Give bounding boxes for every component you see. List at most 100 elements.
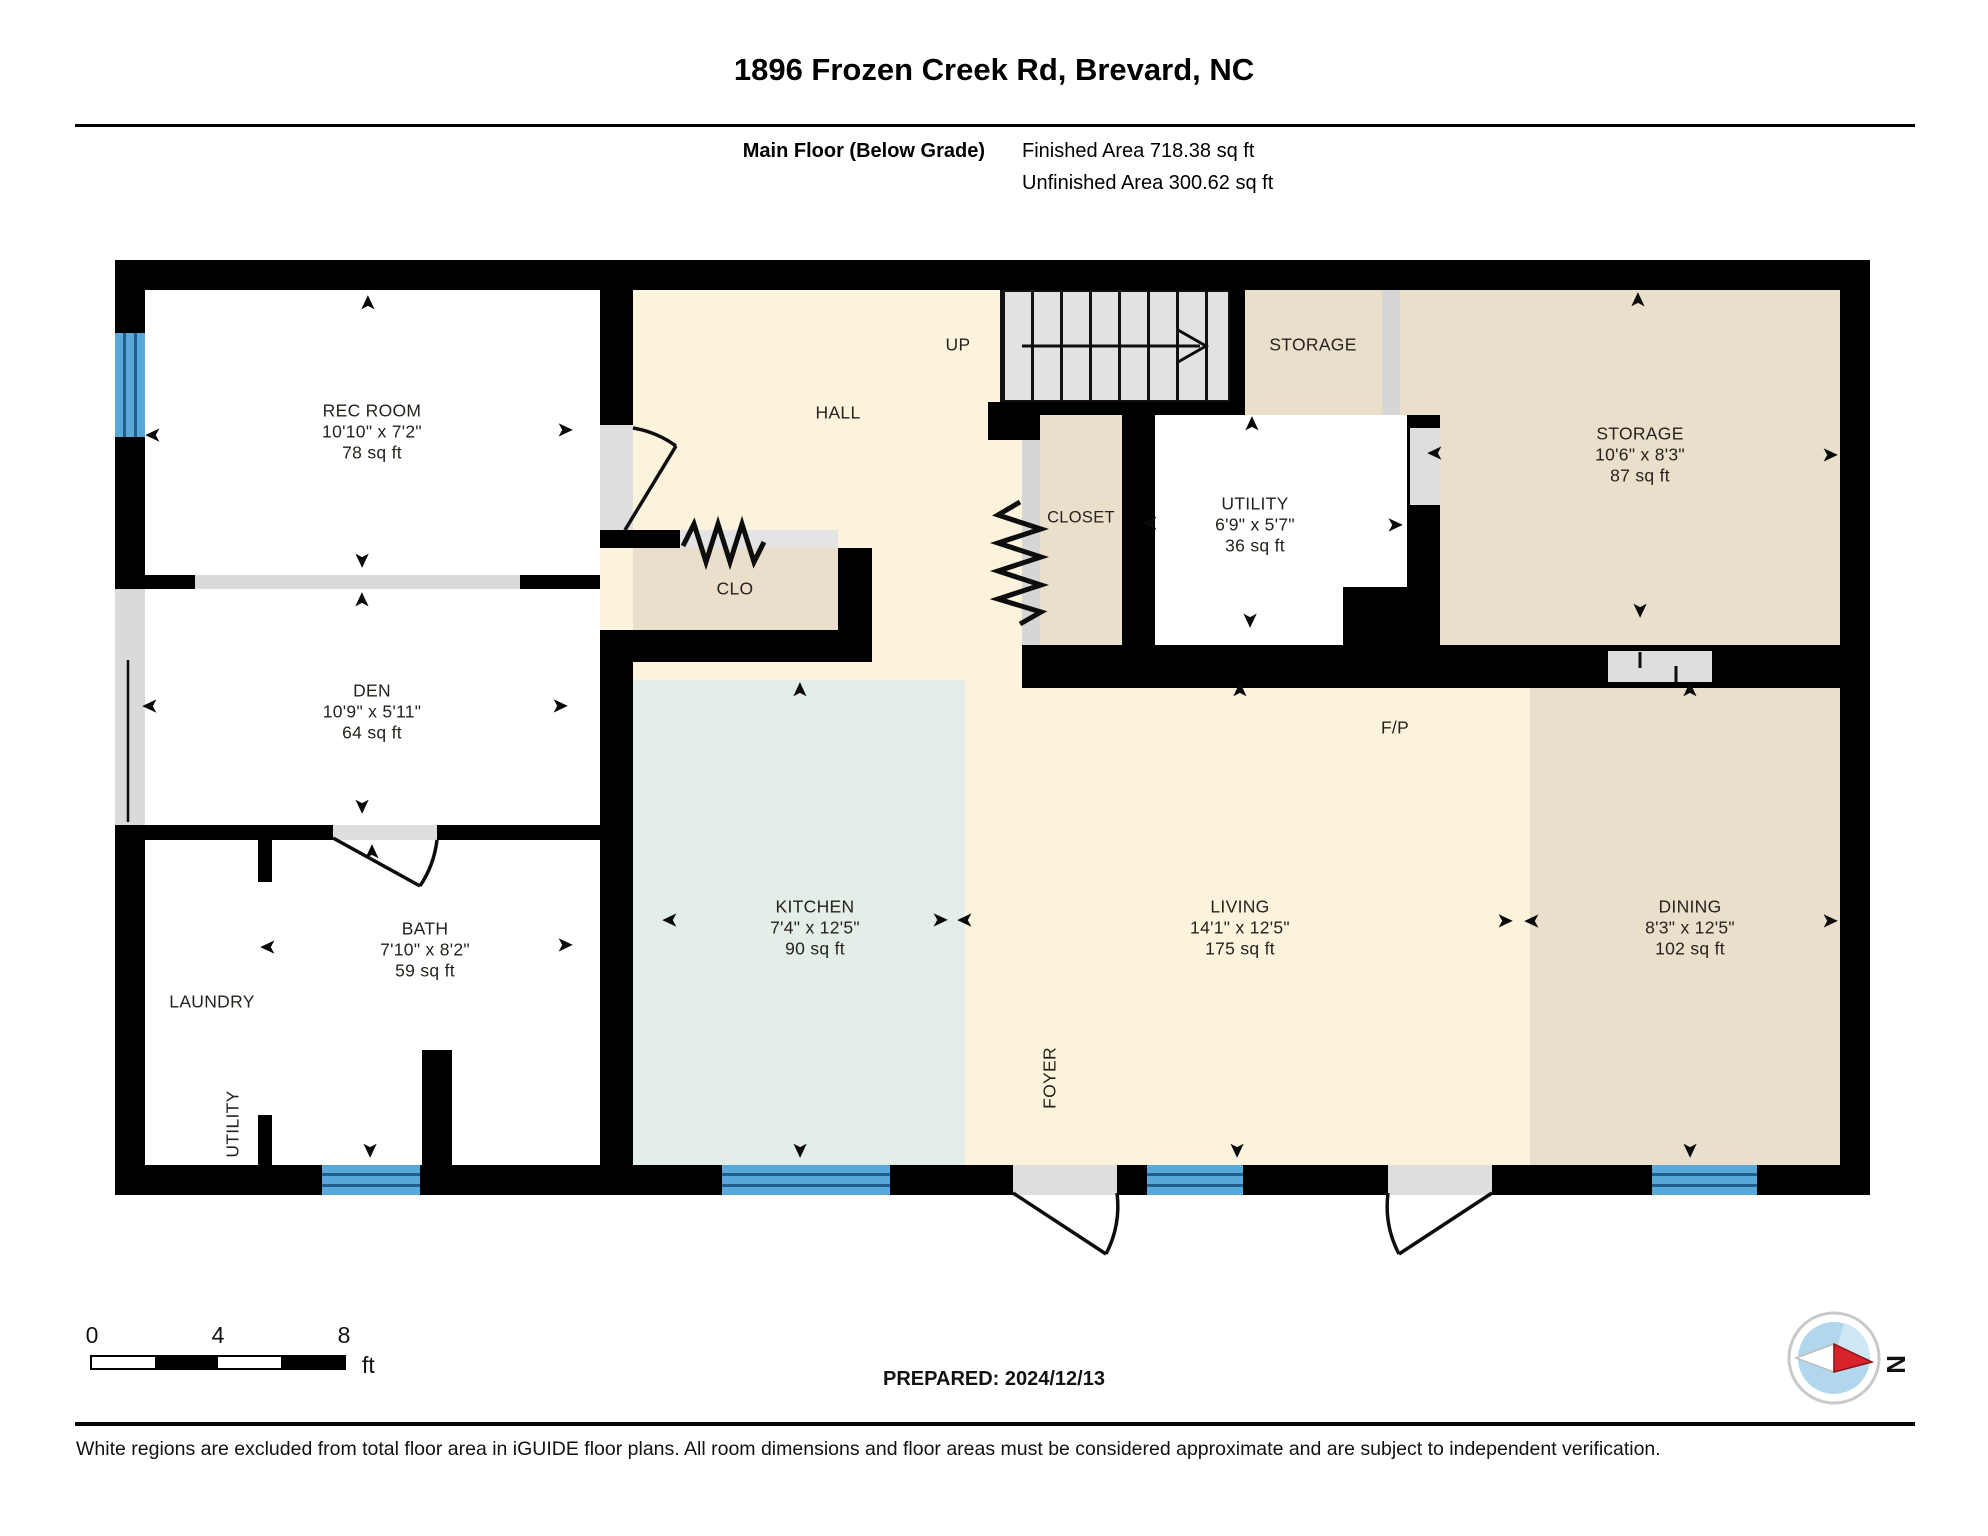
window [322,1165,420,1195]
room-label-kitchen: KITCHEN 7'4" x 12'5" 90 sq ft [770,897,860,960]
scale-bar [90,1355,346,1370]
wall [600,530,680,548]
scale-tick-0: 0 [85,1322,99,1348]
dimension-arrow-icon [956,910,974,931]
stair-direction-arrow-icon [1022,328,1210,364]
door-swing-icon [332,426,1493,1256]
room-area: 64 sq ft [342,722,402,743]
fireplace-structure [1343,587,1422,688]
door-opening [333,825,437,840]
dimension-arrow-icon [362,843,383,861]
room-name: BATH [401,918,449,939]
dimension-arrow-icon [1680,681,1701,699]
wall [422,1050,452,1165]
dimension-arrow-icon [1386,515,1404,536]
dimension-arrow-icon [1523,911,1541,932]
room-area: 87 sq ft [1610,465,1670,486]
room-bath-laundry [145,840,600,1165]
room-dims: 8'3" x 12'5" [1645,917,1735,938]
room-label-closet: CLOSET [1047,508,1115,527]
unfinished-area: Unfinished Area 300.62 sq ft [1022,172,1274,194]
page-title: 1896 Frozen Creek Rd, Brevard, NC [733,52,1255,87]
room-area: 102 sq ft [1655,938,1725,959]
room-label-laundry: LAUNDRY [169,991,255,1012]
dimension-arrow-icon [1628,291,1649,309]
room-label-clo: CLO [716,578,754,599]
dimension-arrow-icon [1630,601,1651,619]
dimension-arrow-icon [144,425,162,446]
wall [600,662,633,1165]
compass-icon: N [1787,1311,1911,1405]
scale-tick-4: 4 [211,1322,225,1348]
wall [600,290,633,425]
stairs-up-label: UP [945,334,971,355]
room-label-utility: UTILITY 6'9" x 5'7" 36 sq ft [1215,494,1295,557]
room-area: 90 sq ft [785,938,845,959]
dimension-arrow-icon [661,910,679,931]
closet-opening [1022,440,1040,645]
fireplace-label: F/P [1380,717,1410,738]
room-storage-top [1245,290,1382,415]
wall [838,548,872,662]
wall [988,402,1230,415]
dimension-arrow-icon [551,696,569,717]
window [722,1165,890,1195]
sliding-door-ticks [1638,652,1678,682]
room-name: STORAGE [1596,423,1684,444]
window [115,333,145,437]
door-opening [600,425,633,530]
scale-unit: ft [362,1352,375,1378]
dimension-arrow-icon [1230,681,1251,699]
finished-area: Finished Area 718.38 sq ft [1022,140,1255,162]
room-dims: 7'4" x 12'5" [770,917,860,938]
dimension-arrow-icon [1242,415,1263,433]
dimension-arrow-icon [790,1141,811,1159]
door-opening [1013,1165,1117,1195]
room-area: 36 sq ft [1225,535,1285,556]
room-closet [1040,415,1122,645]
footer-divider [75,1422,1915,1426]
dimension-arrow-icon [259,937,277,958]
disclaimer-text: White regions are excluded from total fl… [76,1438,1661,1460]
prepared-date: PREPARED: 2024/12/13 [883,1368,1105,1390]
room-dims: 10'9" x 5'11" [322,701,422,722]
room-label-utility-small: UTILITY [222,1090,243,1158]
room-name: UTILITY [1221,493,1289,514]
dimension-arrow-icon [352,591,373,609]
room-name: KITCHEN [775,896,855,917]
room-dining [1530,688,1840,1165]
dimension-arrow-icon [1141,513,1159,534]
sliding-door-opening [1608,651,1712,682]
floor-label: Main Floor (Below Grade) [742,140,985,162]
wall [258,1115,272,1165]
compass-north-label: N [1881,1355,1911,1374]
room-clo [633,548,838,630]
window [1147,1165,1243,1195]
dimension-arrow-icon [1426,443,1444,464]
dimension-arrow-icon [1240,611,1261,629]
room-den [145,589,600,825]
dimension-arrow-icon [556,935,574,956]
room-label-living: LIVING 14'1" x 12'5" 175 sq ft [1190,897,1290,960]
room-name: REC ROOM [322,400,422,421]
room-label-hall: HALL [815,402,861,423]
wall [600,630,838,662]
room-dims: 10'10" x 7'2" [322,421,422,442]
room-label-storage-top: STORAGE [1269,334,1357,355]
wall [1840,260,1870,1195]
dimension-arrow-icon [931,910,949,931]
dimension-arrow-icon [790,681,811,699]
dimension-arrow-icon [352,551,373,569]
dimension-arrow-icon [1227,1141,1248,1159]
room-dims: 7'10" x 8'2" [380,939,470,960]
dimension-arrow-icon [1821,445,1839,466]
room-label-storage: STORAGE 10'6" x 8'3" 87 sq ft [1595,424,1685,487]
dimension-arrow-icon [352,797,373,815]
room-name: DEN [353,680,391,701]
door-opening [1388,1165,1492,1195]
dimension-arrow-icon [141,696,159,717]
room-area: 175 sq ft [1205,938,1275,959]
room-label-dining: DINING 8'3" x 12'5" 102 sq ft [1645,897,1735,960]
wall [520,575,600,589]
